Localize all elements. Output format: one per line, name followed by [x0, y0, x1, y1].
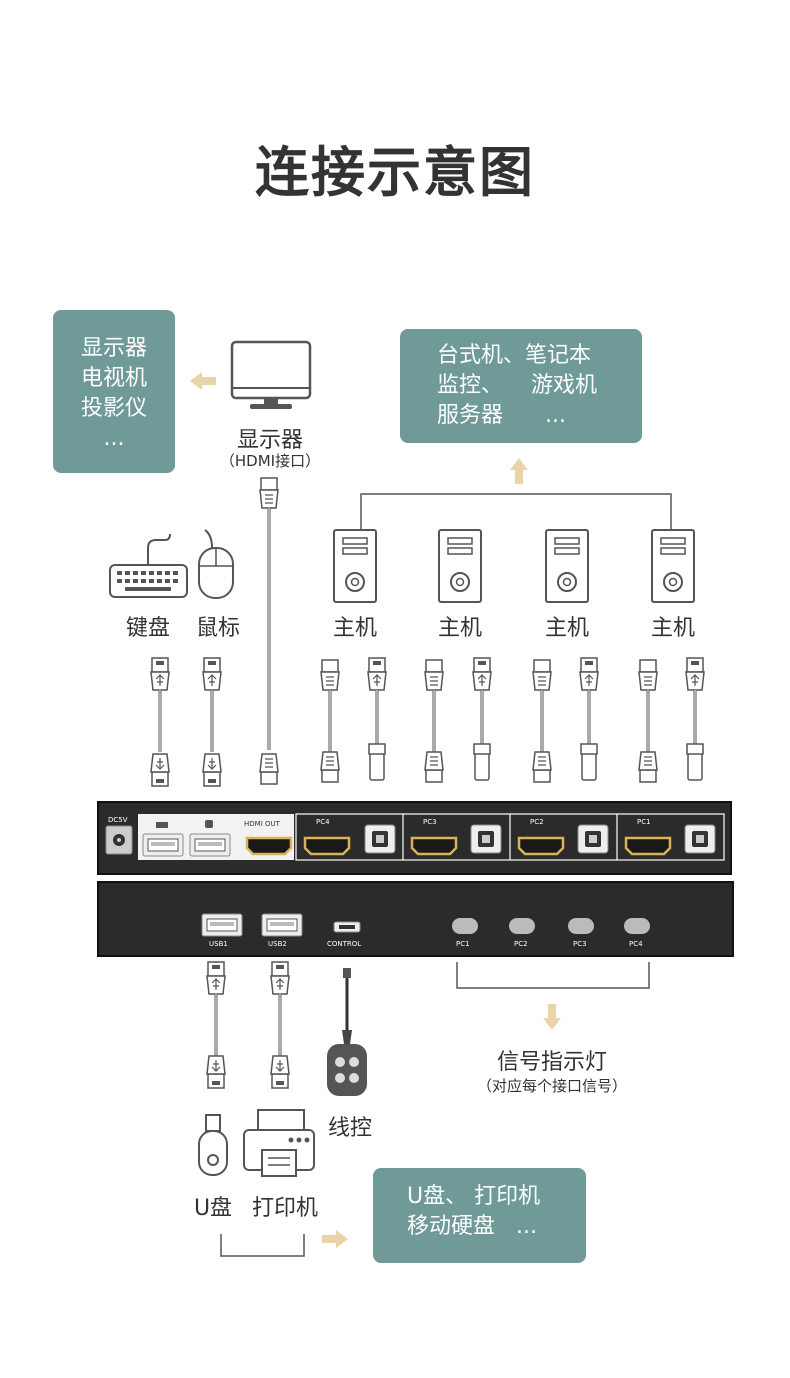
usb-cable: [270, 961, 290, 1089]
port-label-pc2: PC2: [530, 818, 544, 826]
arrow-up-icon: [510, 458, 528, 484]
monitor-icon: [230, 340, 312, 409]
box-line: U盘、 打印机: [407, 1184, 541, 1209]
hdmi-out-label: HDMI OUT: [244, 820, 281, 828]
host-label: 主机: [544, 616, 589, 641]
leds-bracket: [456, 962, 650, 989]
led-label-pc1: PC1: [456, 940, 470, 948]
hdmi-cable: [259, 477, 279, 785]
box-line: 移动硬盘 ...: [407, 1214, 537, 1239]
led-label-pc4: PC4: [629, 940, 643, 948]
host-label: 主机: [437, 616, 482, 641]
kvm-rear-panel: [97, 801, 732, 875]
usb-devices-box: U盘、 打印机 移动硬盘 ...: [373, 1168, 586, 1263]
arrow-down-icon: [543, 1004, 561, 1030]
wired-remote-icon: [327, 968, 367, 1096]
usb-cable: [206, 961, 226, 1089]
monitor-sublabel: （HDMI接口）: [219, 452, 321, 470]
box-line: 监控、 游戏机: [437, 373, 597, 398]
port-label-pc3: PC3: [423, 818, 437, 826]
arrow-left-icon: [190, 372, 216, 390]
box-line: 投影仪: [80, 396, 147, 421]
keyboard-icon: [109, 533, 188, 598]
printer-label: 打印机: [251, 1196, 318, 1221]
usb2-label: USB2: [268, 940, 287, 948]
host-label: 主机: [332, 616, 377, 641]
pc-tower-icon: [333, 529, 377, 603]
power-port-label: DC5V: [108, 816, 128, 824]
mouse-label: 鼠标: [195, 616, 240, 641]
host-cables: [320, 657, 705, 783]
box-line: 服务器 ...: [437, 403, 566, 428]
usb-drive-icon: [198, 1114, 228, 1176]
usb-drive-label: U盘: [193, 1196, 233, 1221]
led-label-pc2: PC2: [514, 940, 528, 948]
usb-cable: [150, 657, 170, 787]
arrow-right-icon: [322, 1230, 348, 1248]
hosts-bracket: [360, 493, 672, 530]
box-line: 台式机、笔记本: [437, 343, 592, 368]
usb-cable: [202, 657, 222, 787]
mouse-icon: [198, 529, 234, 599]
indicator-label: 信号指示灯: [496, 1050, 607, 1075]
indicator-sublabel: （对应每个接口信号）: [476, 1077, 627, 1095]
port-label-pc1: PC1: [637, 818, 651, 826]
wired-control-label: 线控: [327, 1116, 372, 1141]
control-label: CONTROL: [327, 940, 361, 948]
display-devices-box: 显示器 电视机 投影仪 ...: [53, 310, 175, 473]
box-line: 电视机: [80, 366, 147, 391]
host-devices-box: 台式机、笔记本 监控、 游戏机 服务器 ...: [400, 329, 642, 443]
pc-tower-icon: [651, 529, 695, 603]
monitor-label: 显示器: [236, 428, 303, 453]
host-label: 主机: [650, 616, 695, 641]
printer-icon: [243, 1109, 315, 1177]
usb1-label: USB1: [209, 940, 228, 948]
keyboard-label: 键盘: [125, 616, 170, 641]
pc-tower-icon: [438, 529, 482, 603]
box-line: ...: [103, 426, 125, 451]
usb-devices-bracket: [220, 1234, 305, 1257]
page-title: 连接示意图: [255, 141, 535, 204]
box-line: 显示器: [80, 336, 147, 361]
led-label-pc3: PC3: [573, 940, 587, 948]
kvm-front-panel: [97, 881, 734, 957]
port-label-pc4: PC4: [316, 818, 330, 826]
pc-tower-icon: [545, 529, 589, 603]
